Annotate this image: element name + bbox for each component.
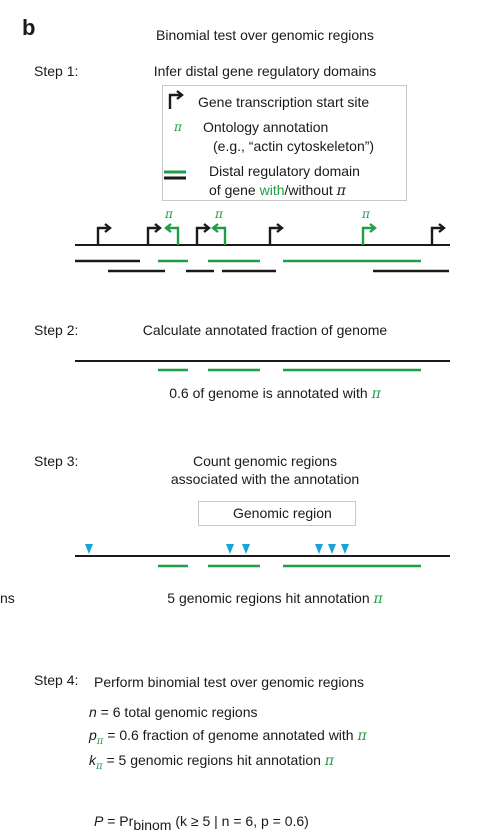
gene-tss-arrow-3-annotated [164,223,180,245]
gene-pi-label-5: π [215,207,223,221]
step3-title-line1: Count genomic regions [193,453,337,469]
legend-domain-sublabel: of gene with/without π [209,182,346,199]
step4-label: Step 4: [34,672,79,688]
genomic-region-marker-6 [341,544,349,554]
gene-pi-label-3: π [165,207,173,221]
gene-tss-arrow-5-annotated [211,223,227,245]
gene-tss-arrow-2 [146,223,162,245]
step4-title: Perform binomial test over genomic regio… [94,674,365,690]
step1-title: Infer distal gene regulatory domains [153,63,377,79]
legend-pi-icon: π [174,120,182,134]
legend-region-label: Genomic region [233,505,332,521]
step1-label: Step 1: [34,63,79,79]
step2-label: Step 2: [34,322,79,338]
step4-p-line: pπ = 0.6 fraction of genome annotated wi… [89,727,367,747]
panel-label: b [22,15,36,40]
binomial-formula: P = Prbinom (k ≥ 5 | n = 6, p = 0.6) [94,813,309,833]
cropped-left-text: ns [0,590,15,606]
genomic-region-marker-4 [315,544,323,554]
step3-label: Step 3: [34,453,79,469]
legend-ontology-example: (e.g., “actin cytoskeleton”) [213,138,375,154]
legend-domain-label: Distal regulatory domain [209,163,360,179]
step3-caption: 5 genomic regions hit annotation π [167,590,383,607]
genomic-region-marker-2 [226,544,234,554]
step3-legend-box [198,501,356,526]
gene-tss-arrow-7-annotated [361,223,377,245]
step2-title: Calculate annotated fraction of genome [142,322,388,338]
genomic-region-marker-3 [242,544,250,554]
step1-legend-box [162,85,407,201]
step4-n-line: n = 6 total genomic regions [89,704,258,720]
gene-tss-arrow-6 [268,223,284,245]
gene-pi-label-7: π [362,207,370,221]
tss-arrow-icon [168,90,184,109]
genomic-region-marker-5 [328,544,336,554]
step2-caption: 0.6 of genome is annotated with π [169,385,381,402]
genomic-region-marker-1 [85,544,93,554]
gene-tss-arrow-1 [96,223,112,245]
gene-tss-arrow-8 [430,223,446,245]
legend-ontology-label: Ontology annotation [203,119,329,135]
gene-tss-arrow-4 [195,223,211,245]
step3-title-line2: associated with the annotation [170,471,360,487]
step4-k-line: kπ = 5 genomic regions hit annotation π [89,752,334,772]
figure-title: Binomial test over genomic regions [156,27,374,43]
legend-tss-label: Gene transcription start site [198,94,370,110]
